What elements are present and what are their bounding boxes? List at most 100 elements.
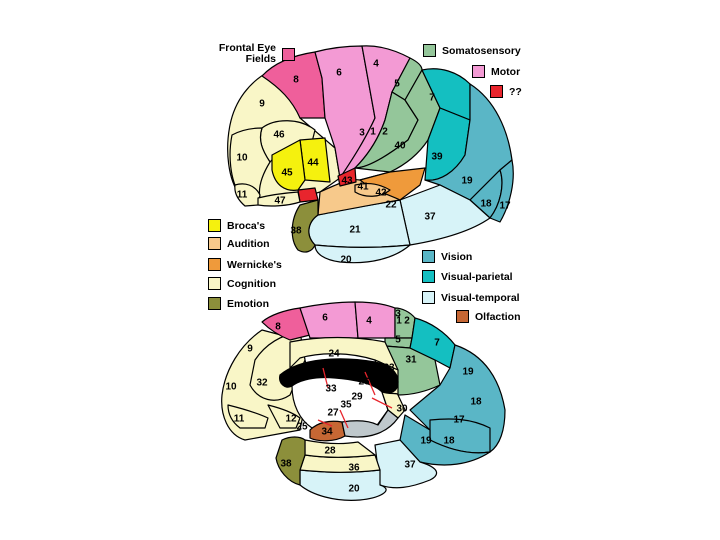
region-vision-lower [399,414,491,466]
area-number-41: 41 [357,182,369,193]
legend-label: Cognition [227,277,276,290]
area-number-29: 29 [351,392,363,403]
legend-swatch [423,44,436,57]
area-number-2: 2 [404,316,410,327]
area-number-40: 40 [394,141,406,152]
area-number-37: 37 [424,212,436,223]
region-cognition-28 [304,439,376,458]
area-number-4: 4 [373,59,379,70]
area-number-20: 20 [348,484,360,495]
legend-vision: Vision [422,250,472,263]
legend-audition: Audition [208,237,270,250]
legend-motor: Motor [472,65,520,78]
region-brocas-45 [271,139,306,191]
region-visual-temporal-37-medial [374,439,438,489]
area-number-37: 37 [404,460,416,471]
red-connectors [317,367,393,429]
area-number-39: 39 [431,152,443,163]
legend-unknown: ?? [490,85,522,98]
legend-brocas: Broca's [208,219,265,232]
area-number-36: 36 [348,463,360,474]
region-audition-41-42 [354,183,391,197]
area-number-17: 17 [453,415,465,426]
region-unknown-43 [337,167,357,187]
area-number-20: 20 [340,255,352,266]
legend-label: Frontal Eye Fields [218,42,276,65]
legend-label: Emotion [227,297,269,310]
area-number-5: 5 [394,79,400,90]
area-number-6: 6 [336,68,342,79]
area-number-21: 21 [349,225,361,236]
legend-olfaction: Olfaction [456,310,521,323]
area-number-44: 44 [307,158,319,169]
area-number-28: 28 [324,446,336,457]
region-visual-parietal-7-medial [409,317,456,369]
legend-label: Vision [441,250,473,263]
area-number-33: 33 [325,384,337,395]
legend-swatch [208,237,221,250]
area-number-6: 6 [322,313,328,324]
area-number-23: 23 [383,363,395,374]
area-number-18: 18 [470,397,482,408]
region-inner-white [291,376,389,433]
area-number-22: 22 [385,200,397,211]
area-number-7: 7 [429,93,435,104]
legend-label: Broca's [227,219,266,232]
legend-swatch [208,297,221,310]
area-number-27: 27 [327,408,339,419]
area-number-47: 47 [274,196,286,207]
area-number-12: 12 [285,414,297,425]
area-number-3: 3 [395,309,401,320]
legend-emotion: Emotion [208,297,269,310]
area-number-7: 7 [434,338,440,349]
legend-wernickes: Wernicke's [208,258,282,271]
legend-cognition: Cognition [208,277,276,290]
region-hippocampal [341,409,399,438]
region-vision-17 [489,159,514,223]
legend-label: Motor [491,65,521,78]
legend-label: Wernicke's [227,258,282,271]
area-number-3: 3 [359,128,365,139]
legend-visual-temporal: Visual-temporal [422,291,520,304]
area-number-10: 10 [225,382,237,393]
region-cognition-47 [257,191,301,207]
legend-swatch [472,65,485,78]
legend-swatch [422,250,435,263]
area-number-9: 9 [247,344,253,355]
medial-view [221,301,506,501]
region-visual-temporal-20-medial [299,469,387,501]
area-number-38: 38 [280,459,292,470]
area-number-4: 4 [366,316,372,327]
region-cognition-30 [381,391,406,419]
region-motor-4-medial [354,301,396,339]
region-motor-6-medial [299,301,359,339]
region-cognition-10 [229,127,271,199]
area-number-5: 5 [395,335,401,346]
area-number-18: 18 [480,199,492,210]
area-number-38: 38 [290,226,302,237]
region-visual-temporal-20 [314,244,411,264]
area-number-34: 34 [321,427,333,438]
legend-swatch [456,310,469,323]
area-number-9: 9 [259,99,265,110]
legend-swatch [422,291,435,304]
legend-label: Visual-parietal [441,270,513,283]
area-number-43: 43 [341,176,353,187]
area-number-2: 2 [382,127,388,138]
legend-swatch [208,219,221,232]
area-number-11: 11 [237,190,248,201]
legend-swatch [422,270,435,283]
region-cognition-11-medial [227,404,269,429]
region-cognition-12 [267,404,301,429]
area-number-35: 35 [340,400,352,411]
legend-swatch [490,85,503,98]
area-number-1: 1 [370,127,376,138]
area-number-8: 8 [275,322,281,333]
area-number-45: 45 [281,168,293,179]
area-number-42: 42 [375,188,387,199]
area-number-11: 11 [234,414,245,425]
area-number-19: 19 [461,176,473,187]
legend-somatosensory: Somatosensory [423,44,521,57]
